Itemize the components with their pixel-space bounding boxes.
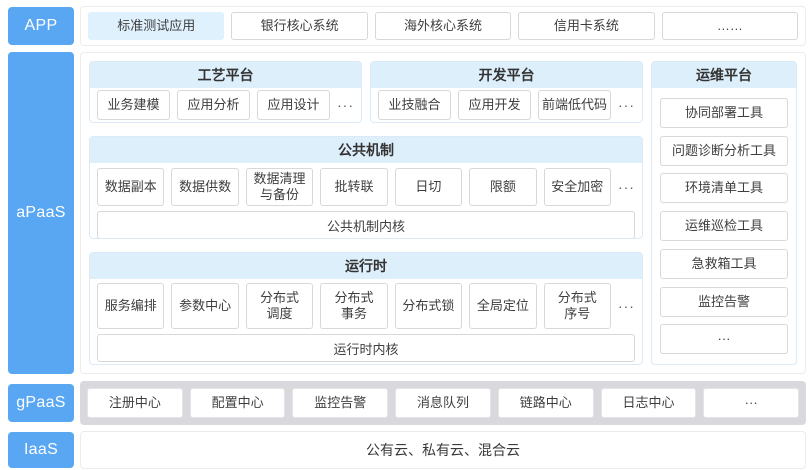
node-trace-center: 链路中心	[497, 388, 594, 418]
runtime-kernel-bar: 运行时内核	[97, 334, 635, 362]
dev-more-dots: ···	[618, 97, 635, 113]
node-app-development: 应用开发	[458, 90, 531, 120]
runtime-block: 运行时 服务编排 参数中心 分布式 调度 分布式 事务 分布式锁 全局定位 分布…	[89, 252, 643, 365]
common-mechanism-title: 公共机制	[90, 137, 642, 163]
node-distributed-scheduling: 分布式 调度	[245, 283, 314, 329]
ops-platform-title: 运维平台	[652, 62, 796, 88]
node-batch-online-link: 批转联	[320, 168, 388, 206]
craft-platform-title: 工艺平台	[90, 62, 361, 88]
common-more-dots: ···	[617, 179, 635, 195]
node-problem-diagnosis-tool: 问题诊断分析工具	[660, 135, 788, 166]
node-service-orchestration: 服务编排	[97, 283, 165, 329]
node-ops-inspection-tool: 运维巡检工具	[660, 211, 788, 241]
node-data-cleanup-backup: 数据清理 与备份	[245, 168, 314, 206]
node-biztech-fusion: 业技融合	[378, 90, 451, 120]
node-app-analysis: 应用分析	[177, 90, 250, 120]
common-mechanism-kernel-bar: 公共机制内核	[97, 211, 635, 238]
platform-row: 工艺平台 业务建模 应用分析 应用设计 ··· 开发平台 业技融合 应用开发 前…	[89, 61, 643, 123]
node-distributed-transaction: 分布式 事务	[320, 283, 388, 329]
common-mechanism-block: 公共机制 数据副本 数据供数 数据清理 与备份 批转联 日切 限额 安全加密 ·…	[89, 136, 643, 239]
node-parameter-center: 参数中心	[171, 283, 239, 329]
layer-label-gpaas: gPaaS	[8, 384, 74, 422]
node-collaborative-deploy-tool: 协同部署工具	[660, 97, 788, 128]
layer-label-iaas: IaaS	[8, 432, 74, 468]
cloud-types-text: 公有云、私有云、混合云	[366, 442, 520, 458]
node-monitoring-alert: 监控告警	[292, 388, 389, 418]
ops-platform-block: 运维平台 协同部署工具 问题诊断分析工具 环境清单工具 运维巡检工具 急救箱工具…	[651, 61, 797, 365]
node-standard-test-app: 标准测试应用	[88, 12, 225, 40]
app-layer-tray: 标准测试应用 银行核心系统 海外核心系统 信用卡系统 ……	[80, 6, 806, 46]
node-distributed-sequence: 分布式 序号	[543, 283, 611, 329]
node-distributed-lock: 分布式锁	[394, 283, 463, 329]
node-env-inventory-tool: 环境清单工具	[660, 173, 788, 204]
layer-label-apaas: aPaaS	[8, 52, 74, 374]
runtime-title: 运行时	[90, 253, 642, 279]
node-global-positioning: 全局定位	[469, 283, 537, 329]
node-message-queue: 消息队列	[395, 388, 491, 418]
node-config-center: 配置中心	[189, 388, 286, 418]
layer-label-app: APP	[8, 7, 74, 45]
node-app-design: 应用设计	[257, 90, 330, 120]
node-app-more: ……	[661, 12, 799, 40]
node-overseas-core-system: 海外核心系统	[374, 12, 512, 40]
node-log-center: 日志中心	[600, 388, 697, 418]
node-security-encryption: 安全加密	[543, 168, 611, 206]
apaas-layer-tray: 工艺平台 业务建模 应用分析 应用设计 ··· 开发平台 业技融合 应用开发 前…	[80, 52, 806, 374]
node-first-aid-kit-tool: 急救箱工具	[660, 248, 788, 279]
craft-platform-block: 工艺平台 业务建模 应用分析 应用设计 ···	[89, 61, 362, 123]
apaas-main-column: 工艺平台 业务建模 应用分析 应用设计 ··· 开发平台 业技融合 应用开发 前…	[89, 61, 643, 365]
dev-platform-block: 开发平台 业技融合 应用开发 前端低代码 ···	[370, 61, 643, 123]
node-bank-core-system: 银行核心系统	[231, 12, 368, 40]
node-credit-card-system: 信用卡系统	[518, 12, 655, 40]
node-data-replica: 数据副本	[97, 168, 165, 206]
node-frontend-lowcode: 前端低代码	[538, 90, 611, 120]
runtime-more-dots: ···	[617, 298, 635, 314]
dev-platform-title: 开发平台	[371, 62, 642, 88]
node-gpaas-more: ···	[703, 388, 800, 418]
node-ops-more: ···	[660, 324, 788, 355]
gpaas-layer-tray: 注册中心 配置中心 监控告警 消息队列 链路中心 日志中心 ···	[80, 381, 806, 425]
node-data-supply: 数据供数	[171, 168, 239, 206]
node-quota-limit: 限额	[469, 168, 537, 206]
node-business-modeling: 业务建模	[97, 90, 170, 120]
craft-more-dots: ···	[337, 97, 354, 113]
node-day-cutover: 日切	[394, 168, 463, 206]
node-monitoring-alert-tool: 监控告警	[660, 286, 788, 317]
node-registry-center: 注册中心	[87, 388, 183, 418]
iaas-layer-tray: 公有云、私有云、混合云	[80, 431, 806, 469]
